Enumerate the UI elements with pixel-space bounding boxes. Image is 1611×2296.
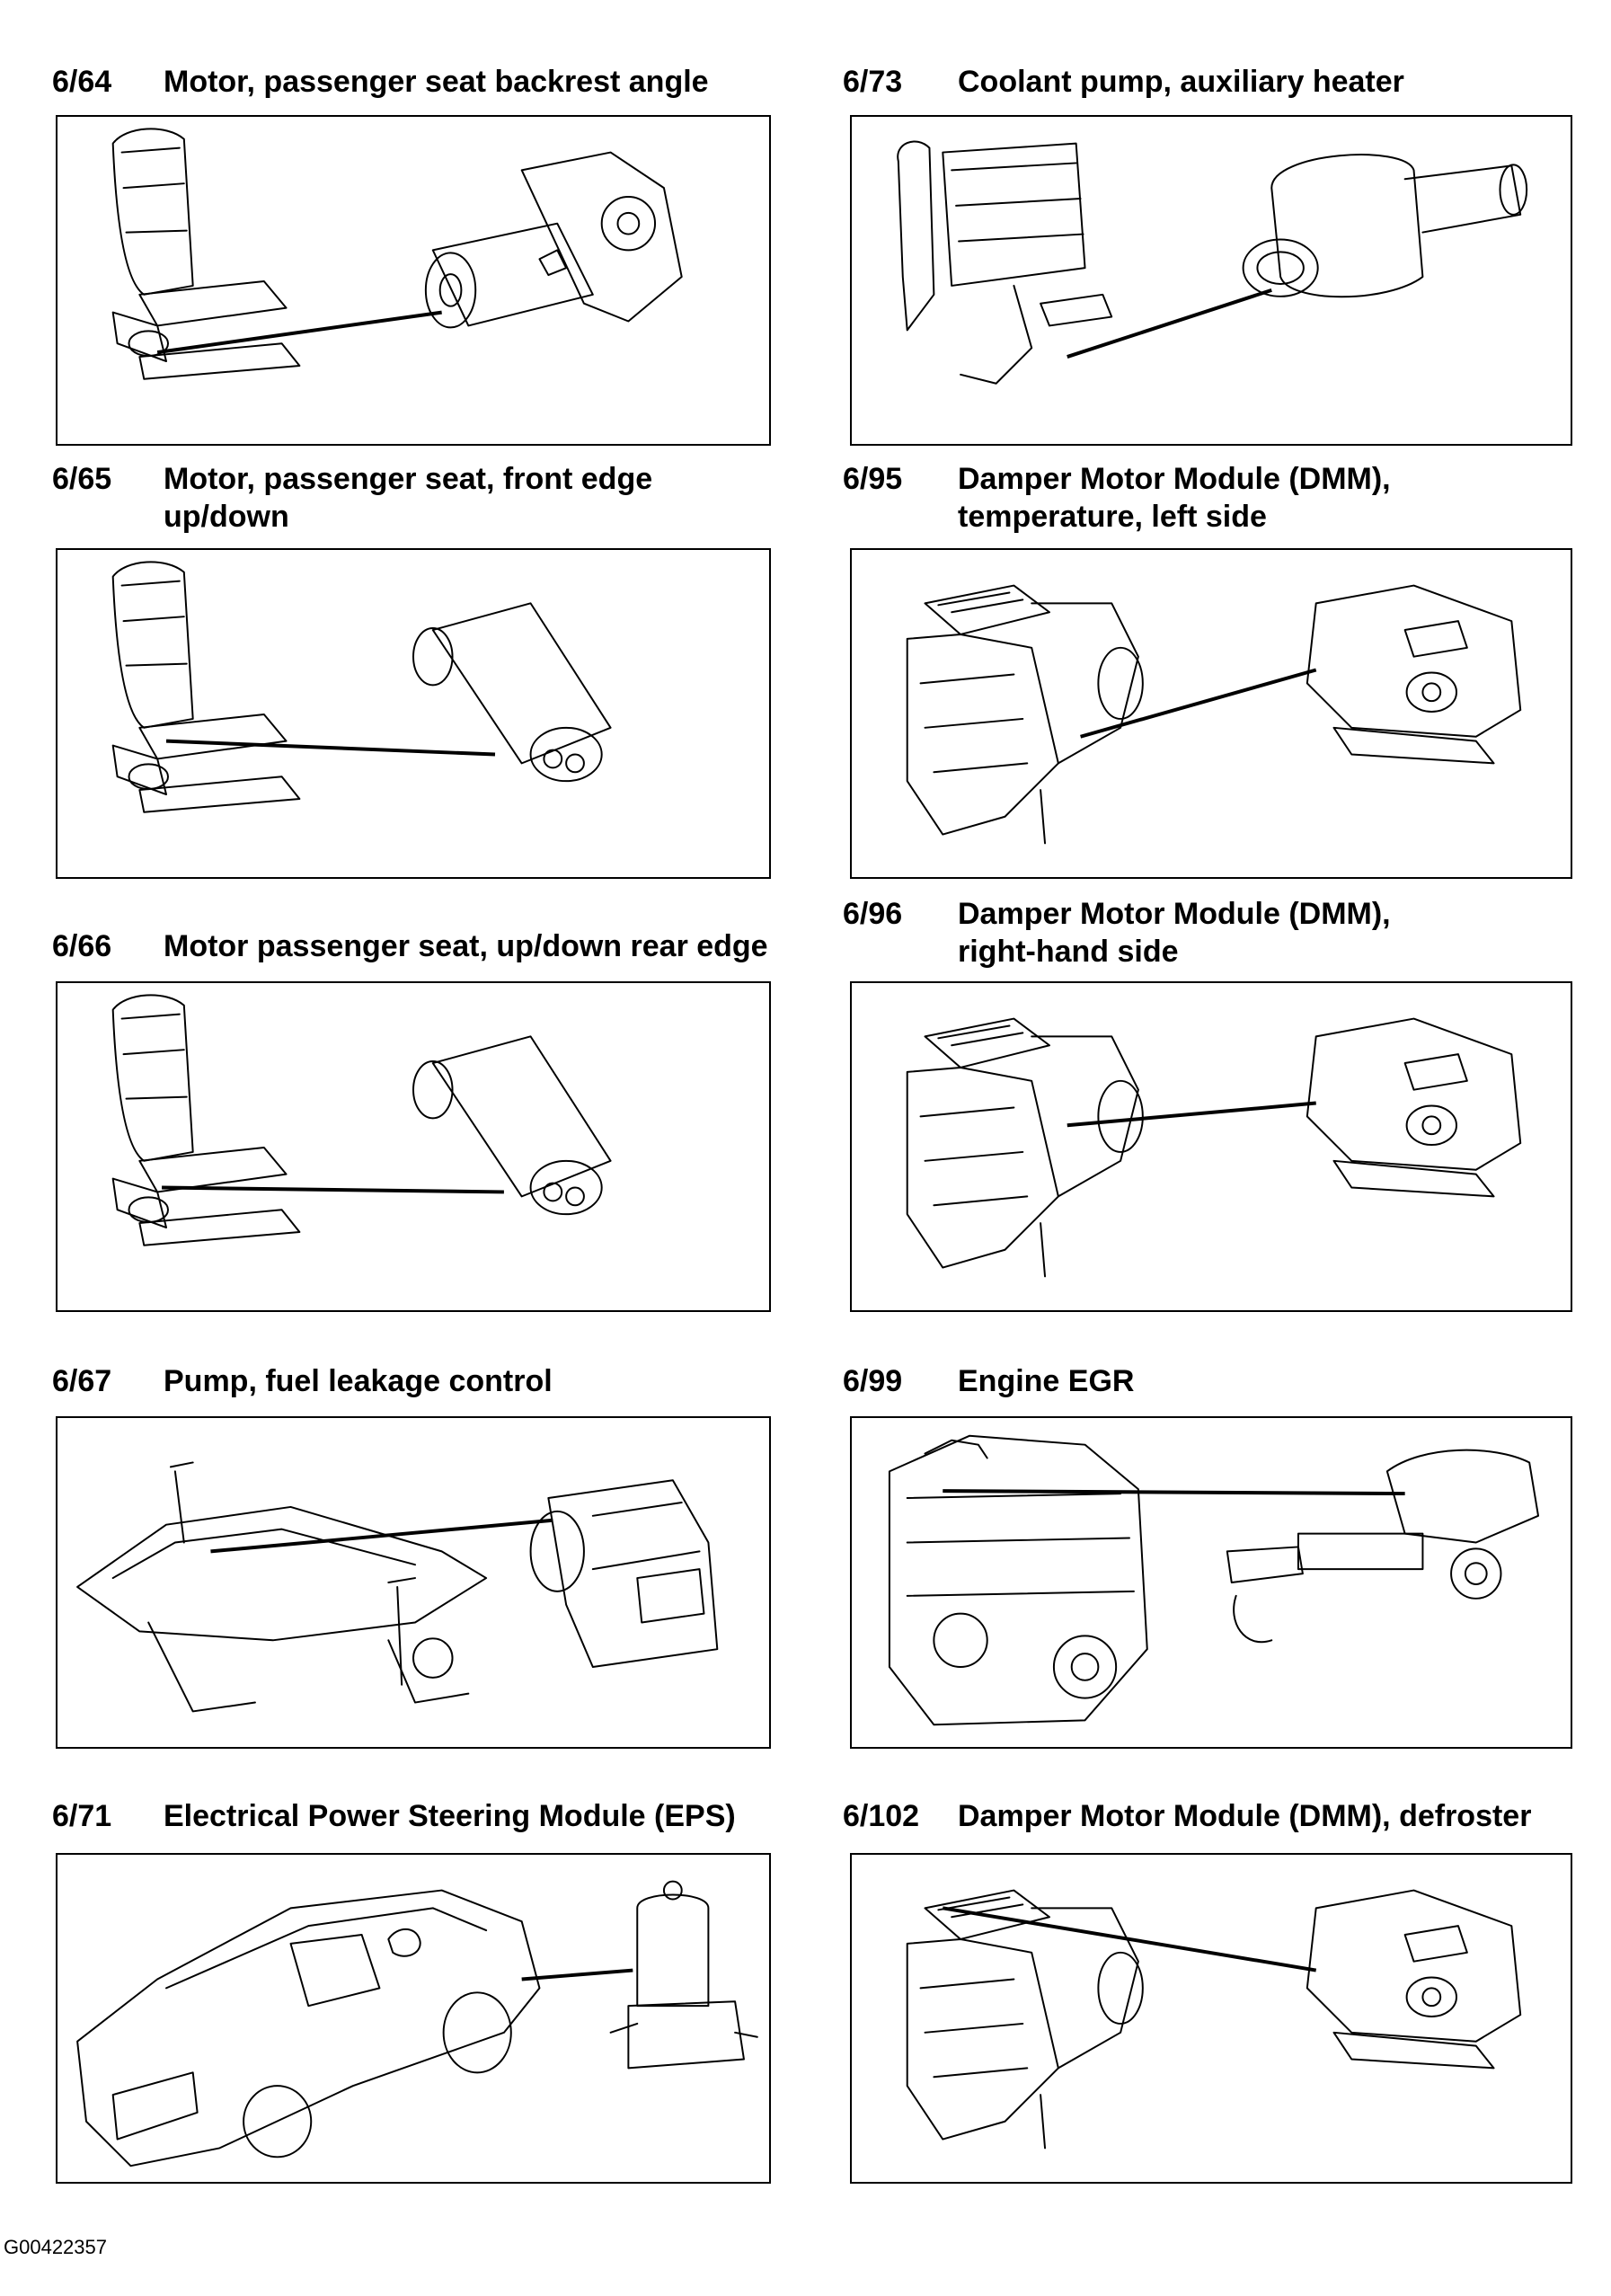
entry-title: Electrical Power Steering Module (EPS)	[164, 1799, 736, 1833]
entry-title: Motor passenger seat, up/down rear edge	[164, 929, 768, 963]
entry-number: 6/73	[843, 65, 903, 99]
entry-number: 6/95	[843, 462, 903, 496]
subframe-pump-illustration	[56, 1416, 771, 1749]
hvac-damper-motor-illustration	[850, 548, 1572, 879]
figure-id: G00422357	[4, 2236, 107, 2258]
entry-title: Engine EGR	[958, 1364, 1135, 1398]
seat-motor-illustration	[56, 115, 771, 446]
hvac-damper-motor-illustration	[850, 1853, 1572, 2184]
engine-egr-illustration	[850, 1416, 1572, 1749]
hvac-damper-motor-illustration	[850, 981, 1572, 1312]
entry-title: Motor, passenger seat backrest angle	[164, 65, 709, 99]
entry-number: 6/66	[52, 929, 112, 963]
entry-title: Pump, fuel leakage control	[164, 1364, 553, 1398]
car-eps-illustration	[56, 1853, 771, 2184]
entry-title: Damper Motor Module (DMM), defroster	[958, 1799, 1532, 1833]
entry-number: 6/67	[52, 1364, 112, 1398]
seat-cylinder-motor-illustration	[56, 548, 771, 879]
entry-number: 6/96	[843, 897, 903, 931]
entry-number: 6/99	[843, 1364, 903, 1398]
entry-title: Damper Motor Module (DMM),right-hand sid…	[958, 897, 1391, 969]
entry-number: 6/71	[52, 1799, 112, 1833]
seat-cylinder-motor-illustration	[56, 981, 771, 1312]
entry-number: 6/64	[52, 65, 112, 99]
coolant-pump-illustration	[850, 115, 1572, 446]
entry-title: Coolant pump, auxiliary heater	[958, 65, 1404, 99]
entry-number: 6/65	[52, 462, 112, 496]
entry-title: Damper Motor Module (DMM),temperature, l…	[958, 462, 1391, 534]
entry-number: 6/102	[843, 1799, 920, 1833]
